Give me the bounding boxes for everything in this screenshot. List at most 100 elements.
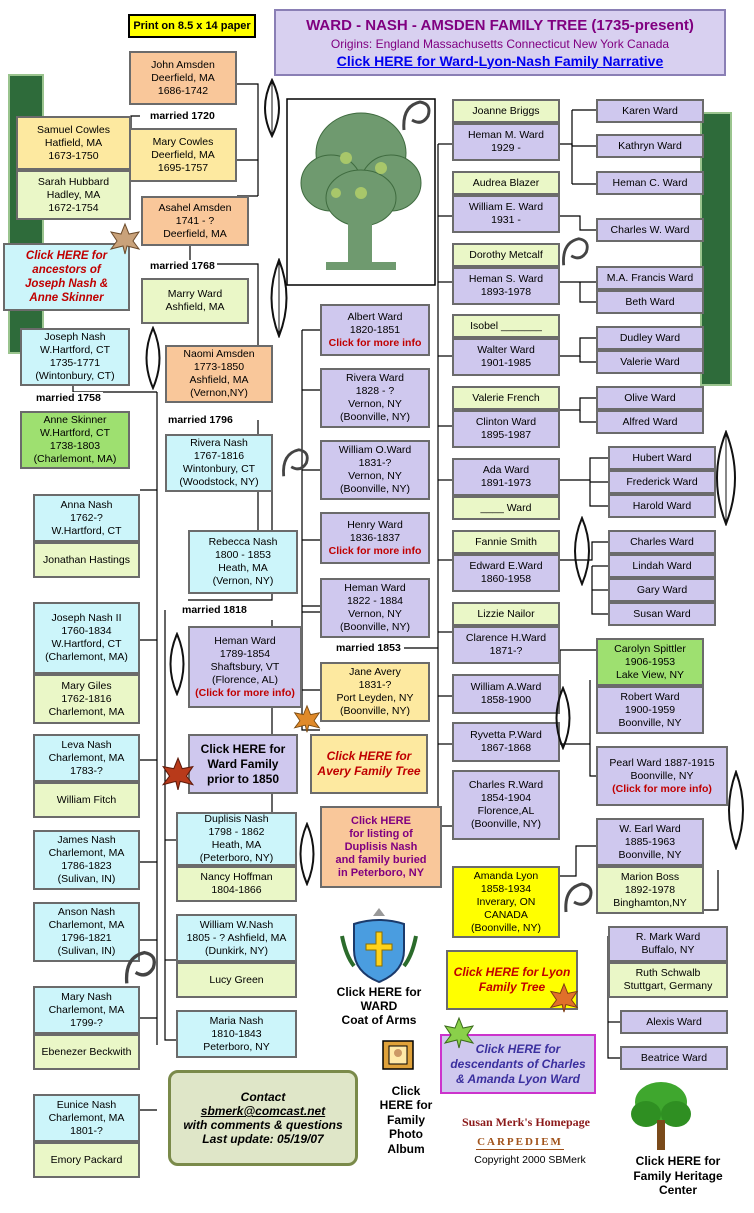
narrative-link[interactable]: Click HERE for Ward-Lyon-Nash Family Nar… [336, 52, 664, 69]
married-1853: married 1853 [334, 642, 403, 654]
carpediem-logo: CARPEDIEM [476, 1134, 564, 1150]
person-charles-ward: Charles Ward [608, 530, 716, 554]
person-john-amsden: John Amsden Deerfield, MA 1686-1742 [129, 51, 237, 105]
swirl-leaf-icon [282, 448, 309, 477]
person-ruth-schwalb: Ruth Schwalb Stuttgart, Germany [608, 962, 728, 998]
person-jane-avery: Jane Avery 1831-? Port Leyden, NY (Boonv… [320, 662, 430, 722]
tree-illustration [286, 98, 436, 286]
person-marion-boss: Marion Boss 1892-1978 Binghamton,NY [596, 866, 704, 914]
descendants-link[interactable]: Click HERE for descendants of Charles & … [440, 1034, 596, 1094]
person-maria-nash: Maria Nash 1810-1843 Peterboro, NY [176, 1010, 297, 1058]
person-william-w-nash: William W.Nash 1805 - ? Ashfield, MA (Du… [176, 914, 297, 962]
homepage-link[interactable]: Susan Merk's Homepage [461, 1114, 590, 1129]
person-marry-ward: Marry Ward Ashfield, MA [141, 278, 249, 324]
person-kathryn-ward: Kathryn Ward [596, 134, 704, 158]
person-alfred-ward: Alfred Ward [596, 410, 704, 434]
person-rebecca-nash: Rebecca Nash 1800 - 1853 Heath, MA (Vern… [188, 530, 298, 594]
leaf-icon [555, 686, 571, 750]
maple-leaf-icon [293, 704, 321, 733]
person-mary-nash: Mary Nash Charlemont, MA 1799-? [33, 986, 140, 1034]
contact-email-link[interactable]: sbmerk@comcast.net [200, 1104, 326, 1118]
nash-skinner-ancestors-link[interactable]: Click HERE for ancestors of Joseph Nash … [3, 243, 130, 311]
person-beatrice-ward: Beatrice Ward [620, 1046, 728, 1070]
person-heman-c-ward: Heman C. Ward [596, 171, 704, 195]
heritage-center-link[interactable]: Click HERE for Family Heritage Center [633, 1154, 723, 1198]
person-charles-w-ward: Charles W. Ward [596, 218, 704, 242]
ward-prior-1850-link[interactable]: Click HERE for Ward Family prior to 1850 [188, 734, 298, 794]
origins-text: Origins: England Massachusetts Connectic… [330, 36, 670, 51]
married-1768: married 1768 [148, 260, 217, 272]
person-rivera-nash: Rivera Nash 1767-1816 Wintonbury, CT (Wo… [165, 434, 273, 492]
person-valerie-french: Valerie French [452, 386, 560, 410]
person-ebenezer-beckwith: Ebenezer Beckwith [33, 1034, 140, 1070]
person-duplisis-nash: Duplisis Nash 1798 - 1862 Heath, MA (Pet… [176, 812, 297, 866]
person-naomi-amsden: Naomi Amsden 1773-1850 Ashfield, MA (Ver… [165, 345, 273, 403]
person-anne-skinner: Anne Skinner W.Hartford, CT 1738-1803 (C… [20, 411, 130, 469]
copyright-text: Copyright 2000 SBMerk [474, 1154, 586, 1166]
person-anna-nash: Anna Nash 1762-? W.Hartford, CT [33, 494, 140, 542]
person-walter-ward: Walter Ward 1901-1985 [452, 338, 560, 376]
header-panel: WARD - NASH - AMSDEN FAMILY TREE (1735-p… [274, 9, 726, 76]
person-hubert-ward: Hubert Ward [608, 446, 716, 470]
maple-leaf-icon [443, 1016, 475, 1049]
swirl-leaf-icon [402, 100, 431, 131]
leaf-icon [716, 430, 736, 526]
person-heman-m-ward: Heman M. Ward 1929 - [452, 123, 560, 161]
person-beth-ward: Beth Ward [596, 290, 704, 314]
person-heman-ward-1789[interactable]: Heman Ward 1789-1854 Shaftsbury, VT (Flo… [188, 626, 302, 708]
person-joseph-nash-ii: Joseph Nash II 1760-1834 W.Hartford, CT … [33, 602, 140, 674]
person-gary-ward: Gary Ward [608, 578, 716, 602]
person-ryvetta-p-ward: Ryvetta P.Ward 1867-1868 [452, 722, 560, 762]
leaf-icon [728, 770, 744, 850]
person-w-earl-ward: W. Earl Ward 1885-1963 Boonville, NY [596, 818, 704, 866]
person-clarence-h-ward: Clarence H.Ward 1871-? [452, 626, 560, 664]
person-valerie-ward: Valerie Ward [596, 350, 704, 374]
contact-label: Contact [240, 1090, 286, 1104]
photo-album-link[interactable]: Click HERE for Family Photo Album [379, 1083, 433, 1156]
married-1818: married 1818 [180, 604, 249, 616]
person-amanda-lyon: Amanda Lyon 1858-1934 Inverary, ON CANAD… [452, 866, 560, 938]
person-asahel-amsden: Asahel Amsden 1741 - ? Deerfield, MA [141, 196, 249, 246]
person-jonathan-hastings: Jonathan Hastings [33, 542, 140, 578]
person-lucy-green: Lucy Green [176, 962, 297, 998]
contact-panel: Contact sbmerk@comcast.net with comments… [168, 1070, 358, 1166]
maple-leaf-icon [109, 222, 141, 255]
print-note: Print on 8.5 x 14 paper [128, 14, 256, 38]
person-fannie-smith: Fannie Smith [452, 530, 560, 554]
person-ma-francis-ward: M.A. Francis Ward [596, 266, 704, 290]
person-r-mark-ward: R. Mark Ward Buffalo, NY [608, 926, 728, 962]
person-clinton-ward: Clinton Ward 1895-1987 [452, 410, 560, 448]
leaf-icon [574, 516, 590, 586]
leaf-icon [270, 258, 288, 338]
person-susan-ward: Susan Ward [608, 602, 716, 626]
person-harold-ward: Harold Ward [608, 494, 716, 518]
person-heman-s-ward: Heman S. Ward 1893-1978 [452, 267, 560, 305]
photo-frame-icon[interactable] [382, 1040, 414, 1070]
leaf-icon [169, 632, 185, 696]
person-frederick-ward: Frederick Ward [608, 470, 716, 494]
person-william-e-ward: William E. Ward 1931 - [452, 195, 560, 233]
person-mary-cowles: Mary Cowles Deerfield, MA 1695-1757 [129, 128, 237, 182]
person-pearl-ward[interactable]: Pearl Ward 1887-1915 Boonville, NY(Click… [596, 746, 728, 806]
person-ada-ward: Ada Ward 1891-1973 [452, 458, 560, 496]
coat-of-arms-link[interactable]: Click HERE for WARD Coat of Arms [336, 985, 422, 1027]
maple-leaf-icon [161, 756, 195, 791]
heritage-tree-icon[interactable] [628, 1078, 694, 1154]
person-william-o-ward: William O.Ward 1831-? Vernon, NY (Boonvi… [320, 440, 430, 500]
swirl-leaf-icon [564, 882, 593, 913]
person-emory-packard: Emory Packard [33, 1142, 140, 1178]
person-heman-ward-1822: Heman Ward 1822 - 1884 Vernon, NY (Boonv… [320, 578, 430, 638]
married-1758: married 1758 [34, 392, 103, 404]
duplisis-burial-link[interactable]: Click HERE for listing of Duplisis Nash … [320, 806, 442, 888]
coat-of-arms-icon[interactable] [336, 906, 422, 986]
avery-family-link[interactable]: Click HERE for Avery Family Tree [310, 734, 428, 794]
person-isobel: Isobel _______ [452, 314, 560, 338]
leaf-icon [264, 78, 280, 138]
lyon-family-link[interactable]: Click HERE for Lyon Family Tree [446, 950, 578, 1010]
maple-leaf-icon [549, 982, 579, 1013]
contact-comments: with comments & questions [183, 1118, 343, 1132]
person-eunice-nash: Eunice Nash Charlemont, MA 1801-? [33, 1094, 140, 1142]
person-charles-r-ward: Charles R.Ward 1854-1904 Florence,AL (Bo… [452, 770, 560, 840]
